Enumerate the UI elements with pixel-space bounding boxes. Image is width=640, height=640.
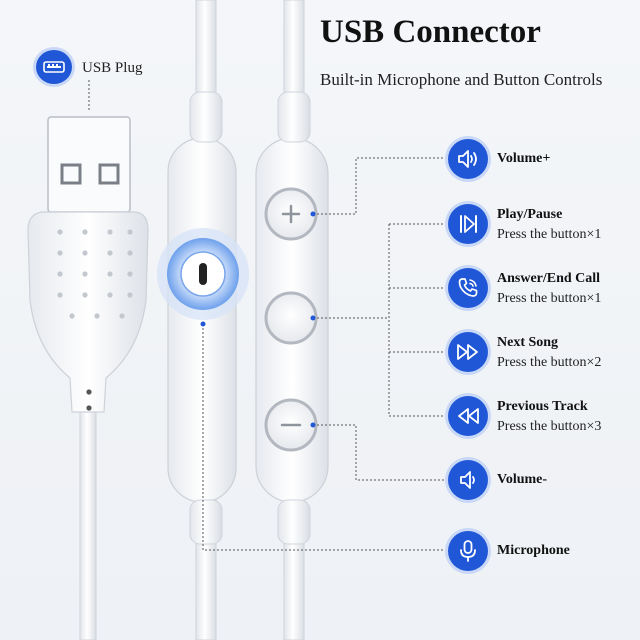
- function-label-play-pause: Play/Pause: [497, 207, 563, 222]
- function-label-previous-track: Previous Track: [497, 399, 588, 414]
- function-sub-answer-end: Press the button×1: [497, 291, 602, 306]
- leader-lines: [88, 80, 445, 551]
- function-sub-next-song: Press the button×2: [497, 355, 602, 370]
- page-title: USB Connector: [320, 14, 541, 50]
- rewind-icon: [448, 396, 488, 436]
- page-subtitle: Built-in Microphone and Button Controls: [320, 70, 603, 89]
- usb-plug-label: USB Plug: [82, 60, 143, 76]
- button-remote-unit: [255, 91, 329, 545]
- fast-forward-icon: [448, 332, 488, 372]
- mic-remote-unit: [157, 91, 249, 545]
- usb-icon: [36, 50, 72, 84]
- leader-dots: [200, 211, 316, 428]
- function-label-answer-end: Answer/End Call: [497, 271, 601, 286]
- microphone-icon: [448, 531, 488, 571]
- phone-icon: [448, 268, 488, 308]
- function-label-next-song: Next Song: [497, 335, 559, 350]
- function-sub-previous-track: Press the button×3: [497, 419, 602, 434]
- function-label-volume-down: Volume-: [497, 472, 548, 487]
- usb-plug: [27, 116, 149, 413]
- speaker-soft-icon: [448, 460, 488, 500]
- function-label-microphone: Microphone: [497, 543, 570, 558]
- speaker-loud-icon: [448, 139, 488, 179]
- function-label-volume-up: Volume+: [497, 151, 551, 166]
- function-sub-play-pause: Press the button×1: [497, 227, 602, 242]
- play-pause-icon: [448, 204, 488, 244]
